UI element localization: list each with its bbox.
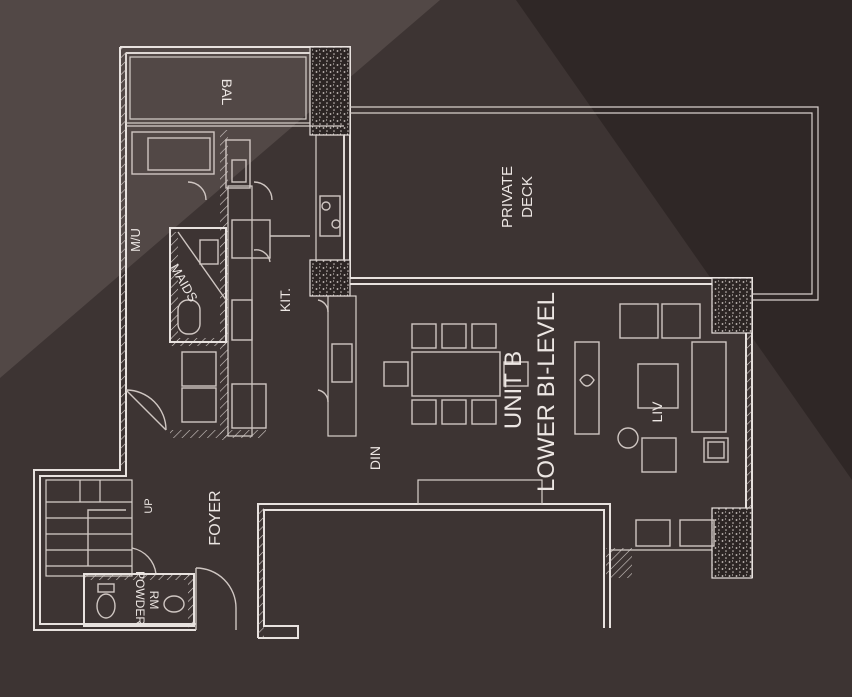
living-label: LIV [649,401,665,423]
stair-up-label: UP [143,498,155,513]
dining-table-set [383,323,543,505]
balcony-area [125,52,344,127]
dining-label: DIN [367,446,383,470]
maids-room [169,227,227,343]
balcony-label: BAL [219,79,235,106]
foyer-doors [125,389,237,630]
unit-type-label: LOWER BI-LEVEL [533,292,560,492]
private-deck-label-line1: PRIVATE [499,166,516,228]
maid-utility-area [131,131,273,201]
private-deck-outline [350,106,819,301]
kitchen-label: KIT. [277,288,293,312]
powder-room [83,573,195,627]
unit-name-label: UNIT B [500,351,527,429]
wall-hatching [84,47,752,638]
private-deck-label-line2: DECK [519,176,536,218]
foyer-label: FOYER [207,490,224,545]
powder-room-label-line2: RM [147,591,161,610]
stair [45,479,133,577]
kitchen-area [181,134,357,437]
background-dark-wedge [516,0,852,480]
maid-utility-label: M/U [128,228,143,252]
living-furniture [574,303,729,547]
powder-room-label-line1: POWDER [133,571,147,625]
